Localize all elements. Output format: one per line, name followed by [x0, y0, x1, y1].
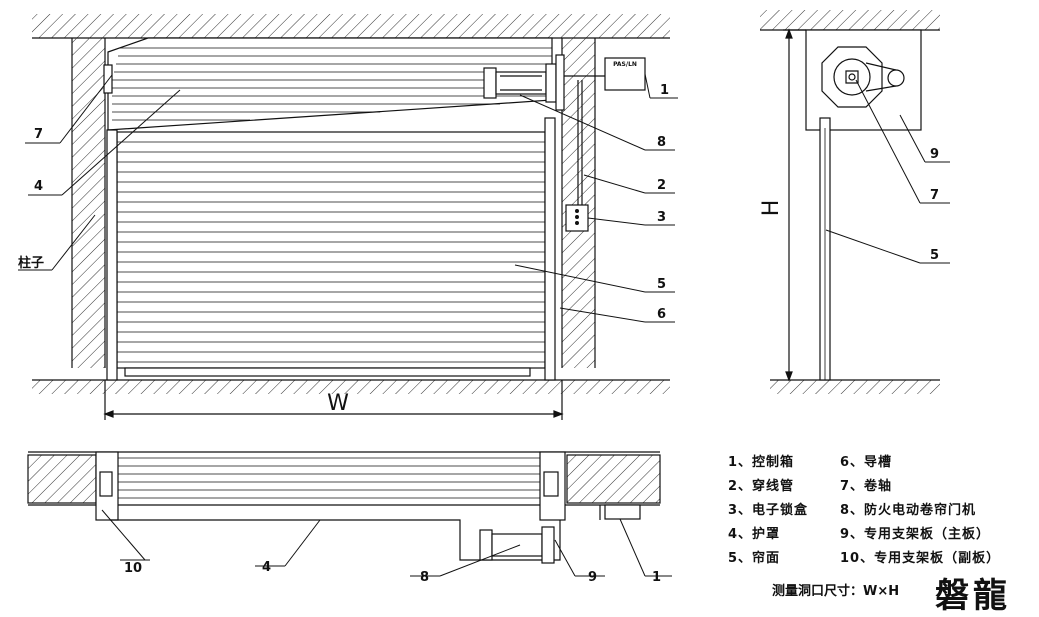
plan-callout-8: 8 — [420, 570, 429, 585]
plan-callout-4: 4 — [262, 560, 271, 575]
side-section-view: H 9 7 5 — [759, 10, 950, 394]
plan-motor-unit — [479, 526, 555, 564]
ceiling-slab — [32, 14, 670, 38]
callout-3: 3 — [657, 210, 666, 225]
control-box-label: PAS/LN — [613, 61, 637, 68]
legend-item-9: 9、专用支架板（主板） — [840, 527, 991, 542]
curtain-slats — [117, 141, 545, 363]
plan-callout-10: 10 — [124, 561, 142, 576]
left-guide-rail — [106, 129, 118, 381]
side-callout-9: 9 — [930, 147, 939, 162]
height-label: H — [759, 200, 784, 217]
legend-item-8: 8、防火电动卷帘门机 — [840, 503, 977, 518]
legend-item-3: 3、电子锁盒 — [728, 503, 809, 518]
callout-7: 7 — [34, 127, 43, 142]
legend-item-6: 6、导槽 — [840, 455, 893, 470]
plan-hood-cover — [110, 519, 561, 561]
plan-right-wall — [566, 454, 661, 504]
legend-item-1: 1、控制箱 — [728, 455, 795, 470]
legend-item-10: 10、专用支架板（副板） — [840, 551, 1001, 566]
control-box — [604, 57, 646, 91]
width-label: W — [327, 391, 349, 416]
plan-callout-1: 1 — [652, 570, 661, 585]
callout-1: 1 — [660, 83, 669, 98]
bottom-bar — [124, 367, 531, 377]
plan-callout-9: 9 — [588, 570, 597, 585]
front-leaders — [18, 73, 678, 323]
floor-slab — [32, 380, 670, 394]
callout-2: 2 — [657, 178, 666, 193]
legend-item-7: 7、卷轴 — [840, 479, 893, 494]
legend-item-5: 5、帘面 — [728, 551, 781, 566]
legend-item-2: 2、穿线管 — [728, 479, 795, 494]
motor-unit — [483, 54, 565, 111]
side-callout-7: 7 — [930, 188, 939, 203]
plan-control-box — [604, 504, 641, 520]
plan-left-wall — [27, 454, 97, 504]
callout-4: 4 — [34, 179, 43, 194]
callout-8: 8 — [657, 135, 666, 150]
drive-sprocket — [887, 69, 905, 87]
legend-item-4: 4、护罩 — [728, 527, 781, 542]
callout-column: 柱子 — [18, 255, 44, 271]
side-floor-slab — [770, 380, 940, 394]
left-bracket-plate — [103, 64, 113, 94]
brand-logo: 磐龍 — [935, 576, 1011, 616]
measure-note: 测量洞口尺寸：W×H — [772, 584, 900, 599]
right-guide-rail — [544, 117, 556, 381]
hood-lines — [112, 47, 552, 121]
side-ceiling-slab — [760, 10, 940, 30]
side-callout-5: 5 — [930, 248, 939, 263]
callout-6: 6 — [657, 307, 666, 322]
callout-5: 5 — [657, 277, 666, 292]
plan-view: 10 4 8 9 1 — [27, 451, 672, 585]
left-column — [72, 38, 105, 368]
plan-roll-lines — [118, 457, 548, 499]
curtain-panel — [116, 131, 546, 369]
front-elevation-view: PAS/LN W 7 4 柱子 1 8 2 3 — [18, 14, 678, 420]
